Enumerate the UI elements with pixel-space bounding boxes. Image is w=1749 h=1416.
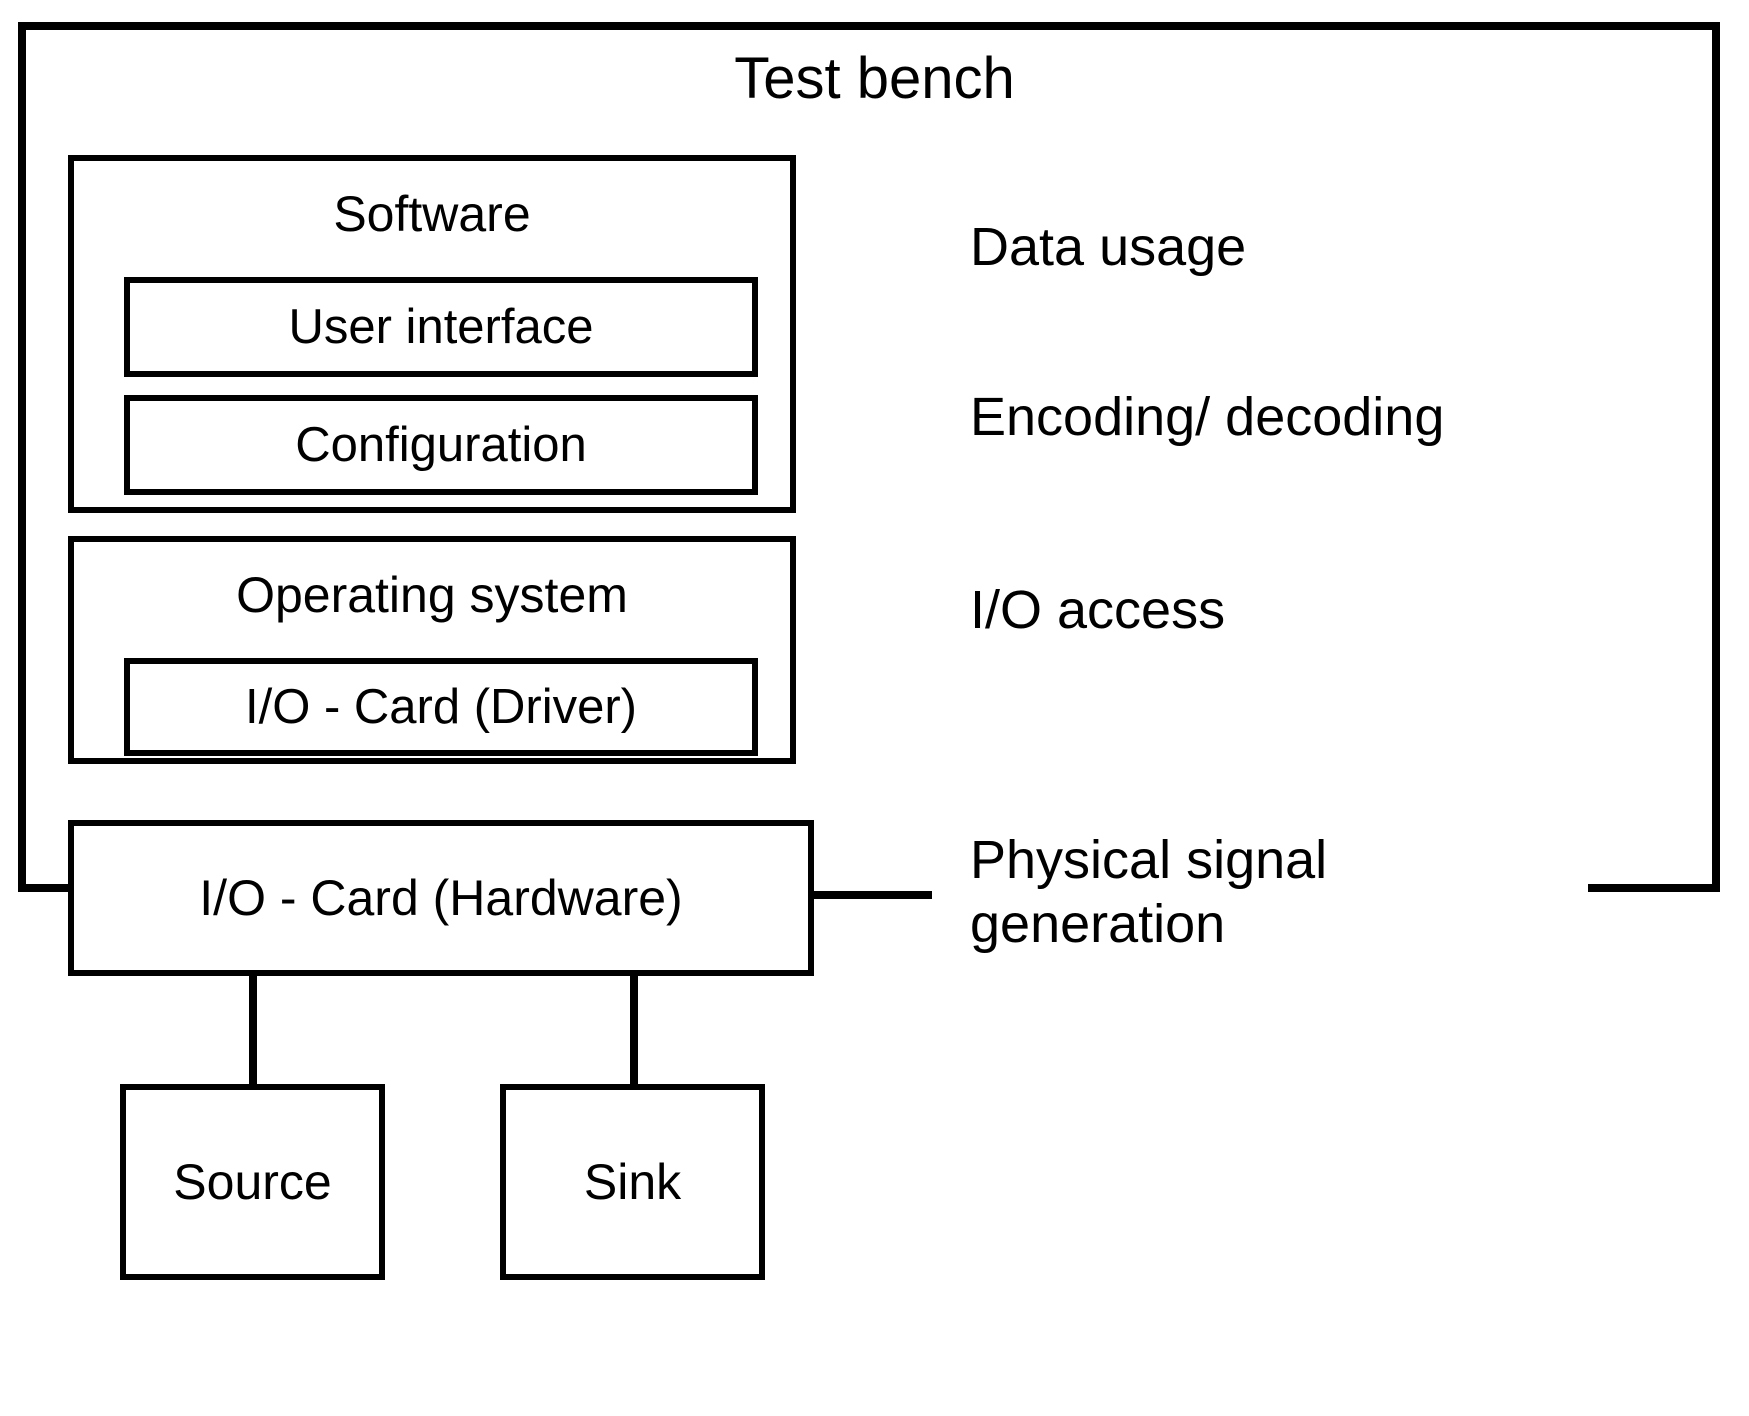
block-operating-system[interactable]: Operating system I/O - Card (Driver)	[68, 536, 796, 764]
block-software-label: Software	[333, 186, 531, 242]
block-source-label: Source	[173, 1154, 332, 1210]
outer-frame-right-edge	[1712, 22, 1720, 892]
page-title: Test bench	[734, 46, 1015, 111]
block-source[interactable]: Source	[120, 1084, 385, 1280]
block-sink-label: Sink	[583, 1154, 682, 1210]
block-io-card-driver-label: I/O - Card (Driver)	[245, 680, 637, 734]
annotation-io-access: I/O access	[970, 580, 1226, 640]
annotation-data-usage: Data usage	[970, 217, 1247, 277]
outer-frame-left-edge	[18, 22, 26, 892]
connector-hardware-to-frame	[812, 891, 932, 899]
block-io-card-hardware-label: I/O - Card (Hardware)	[199, 870, 683, 926]
block-io-card-driver[interactable]: I/O - Card (Driver)	[124, 658, 758, 756]
block-user-interface[interactable]: User interface	[124, 277, 758, 377]
connector-hardware-to-source	[249, 975, 257, 1087]
annotation-physical-signal-generation: Physical signal generation	[970, 830, 1328, 954]
block-operating-system-label: Operating system	[236, 567, 628, 623]
block-user-interface-label: User interface	[288, 300, 594, 354]
outer-frame-top-edge	[18, 22, 1720, 30]
annotation-encoding-decoding: Encoding/ decoding	[970, 387, 1445, 447]
connector-hardware-to-sink	[630, 975, 638, 1087]
block-sink[interactable]: Sink	[500, 1084, 765, 1280]
outer-frame-bottom-right-stub	[1588, 884, 1720, 892]
block-io-card-hardware[interactable]: I/O - Card (Hardware)	[68, 820, 814, 976]
outer-frame-bottom-left-stub	[18, 884, 78, 892]
block-software[interactable]: Software User interface Configuration	[68, 155, 796, 513]
block-configuration[interactable]: Configuration	[124, 395, 758, 495]
block-configuration-label: Configuration	[295, 418, 587, 472]
